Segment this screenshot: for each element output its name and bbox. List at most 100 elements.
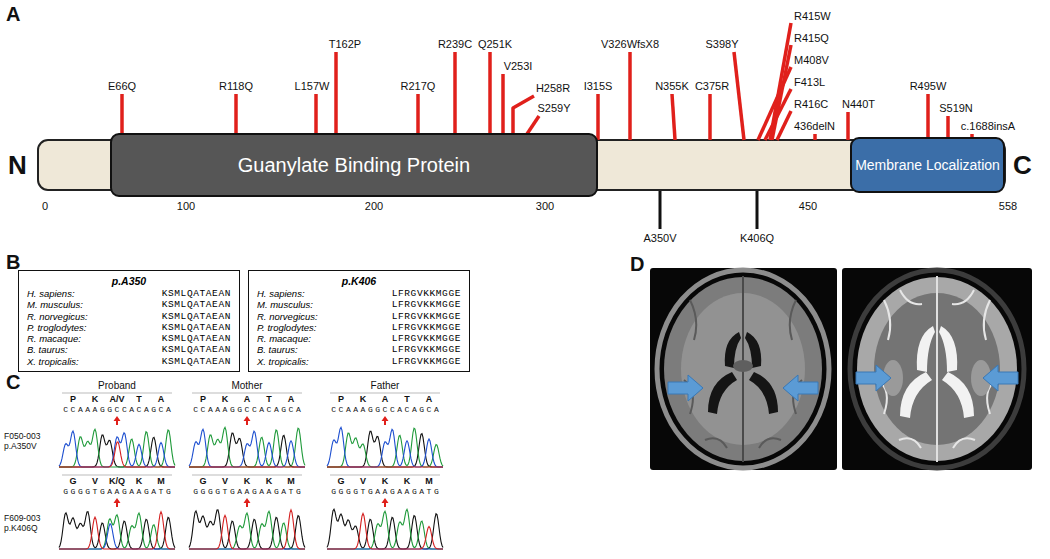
panel-letter: B [6,250,20,274]
amino-acid: K [382,476,389,487]
amino-acid: A [426,394,433,405]
axis-number: 100 [177,200,195,213]
amino-acid: K [244,476,251,487]
mutation-label: I315S [584,80,613,93]
alignment-grid: H. sapiens:LFRGVKKMGGEM. musculus:LFRGVK… [257,288,461,367]
protein-sequence: LFRGVKKMGGE [392,356,461,367]
terminus-label: N [8,150,27,181]
mutation-line [334,52,338,140]
amino-acid: A [158,394,165,405]
amino-acid: V [360,476,366,487]
mutation-label: 436delN [794,120,835,133]
trace-line [189,427,305,467]
amino-acid: G [69,476,76,487]
amino-acid: T [266,394,272,405]
trace-line [327,428,443,467]
amino-acid: G [337,476,344,487]
protein-sequence: KSMLQATAEAN [162,356,231,367]
variant-arrow [382,416,389,425]
axis-number: 450 [799,200,817,213]
species-name: H. sapiens: [27,288,88,299]
amino-acid: M [157,476,165,487]
trace-line [59,512,175,549]
amino-acid: V [222,476,228,487]
trace-line [59,512,175,549]
variant-label: K406Q [740,232,774,245]
trace-line [327,427,443,467]
mutation-label: R239C [438,38,472,51]
mutation-label: E66Q [108,80,136,93]
axis-number: 0 [42,200,48,213]
protein-sequence: LFRGVKKMGGE [392,344,461,355]
base-sequence: CCAAAGGCCACAGCA [331,405,441,415]
mutation-label: S519N [939,102,973,115]
mutation-line [708,94,712,140]
mutation-label: F413L [794,76,825,89]
mutation-label: L157W [295,80,330,93]
protein-sequence: LFRGVKKMGGE [392,322,461,333]
protein-sequence: KSMLQATAEAN [162,299,231,310]
alignment-grid: H. sapiens:KSMLQATAEANM. musculus:KSMLQA… [27,288,231,367]
sample-title: Mother [231,380,262,392]
species-name: P. troglodytes: [27,322,88,333]
amino-acid: K [404,476,411,487]
variant-arrow [244,416,251,425]
species-name: B. taurus: [27,344,88,355]
protein-sequence: KSMLQATAEAN [162,288,231,299]
mutation-line [488,52,492,140]
amino-acid: V [92,476,98,487]
base-sequence: GGGGTGAAGAAGATG [331,487,441,497]
variant-arrow [114,416,121,425]
protein-sequence: KSMLQATAEAN [162,322,231,333]
variant-line [756,191,759,229]
amino-acid: K [92,394,99,405]
mutation-label: V326WfsX8 [601,38,659,51]
base-sequence: GGGGTGAAGAAGATG [63,487,173,497]
species-name: R. macaque: [257,333,318,344]
mutation-line [596,94,600,140]
trace-line [327,514,443,550]
family-variant: F050-003 p.A350V [4,432,58,452]
amino-acid: K [222,394,229,405]
alignment-title: p.A350 [27,274,231,288]
protein-sequence: LFRGVKKMGGE [392,299,461,310]
amino-acid: K [360,394,367,405]
mutation-label: S259Y [537,102,570,115]
domain-name: Membrane Localization [855,157,1000,173]
amino-acid: A [244,394,251,405]
trace-line [59,431,175,467]
species-name: R. macaque: [27,333,88,344]
trace-line [59,442,175,467]
species-name: X. tropicalis: [27,356,88,367]
mutation-line [501,74,505,140]
amino-acid: A/V [109,394,124,405]
mutation-label: V253I [504,60,533,73]
amino-acid: K [266,476,273,487]
codon-rule [62,475,172,476]
variant-arrow [114,498,121,507]
variant-arrow [382,498,389,507]
codon-rule [330,393,440,394]
species-name: P. troglodytes: [257,322,318,333]
mutation-line [772,45,791,140]
codon-rule [62,393,172,394]
domain-box: Membrane Localization [850,137,1005,193]
trace-line [327,509,443,549]
axis-number: 300 [536,200,554,213]
trace-line [59,429,175,467]
mutation-line [813,134,817,140]
mutation-label: R495W [910,80,947,93]
species-name: R. norvegicus: [257,311,318,322]
trace-line [189,510,305,549]
species-name: M. musculus: [257,299,318,310]
codon-rule [192,393,302,394]
species-name: B. taurus: [257,344,318,355]
axis-number: 558 [999,200,1017,213]
amino-acid: T [404,394,410,405]
trace-line [189,429,305,467]
protein-sequence: KSMLQATAEAN [162,311,231,322]
mutation-line [628,52,632,140]
mutation-line [453,52,457,140]
amino-acid: T [136,394,142,405]
trace-line [327,466,443,467]
